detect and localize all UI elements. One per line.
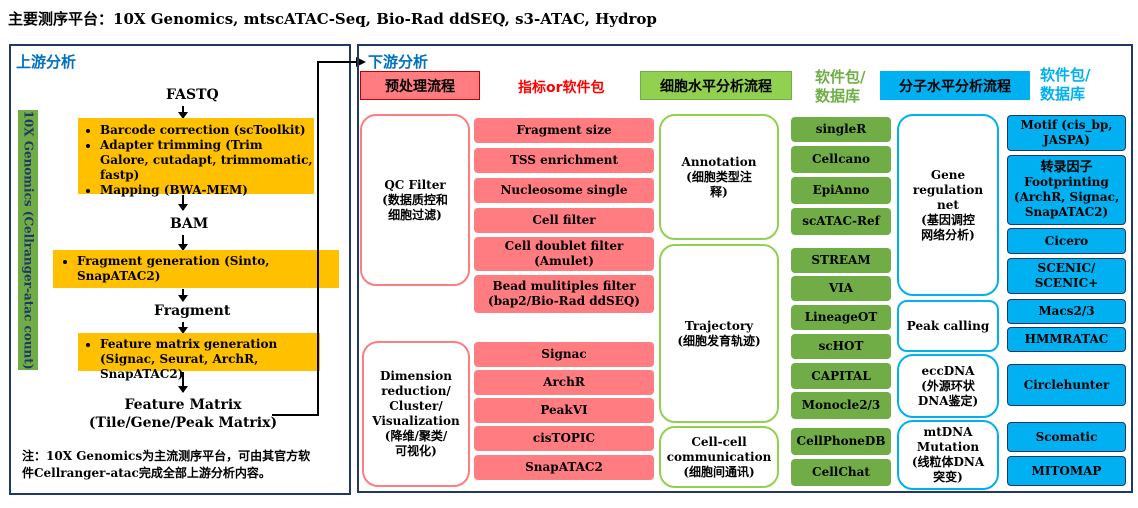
cellranger-vertical-label: 10X Genomics (Cellranger-atac count)	[18, 110, 38, 370]
cellchat-package: CellChat	[791, 459, 891, 486]
header-packages-db-1: 软件包/ 数据库	[815, 68, 866, 105]
adapter-trimming-step: Adapter trimming (Trim Galore, cutadapt,…	[100, 138, 314, 183]
nucleosome-single-metric: Nucleosome single	[474, 178, 654, 203]
barcode-correction-step: Barcode correction (scToolkit)	[100, 123, 314, 138]
header-molecular-level: 分子水平分析流程	[880, 71, 1030, 100]
arrow-box3-feature-matrix	[178, 372, 188, 393]
mtdna-mutation-analysis: mtDNA Mutation (线粒体DNA 突变)	[897, 420, 999, 490]
capital-package: CAPITAL	[791, 363, 891, 389]
cell-doublet-filter-metric: Cell doublet filter (Amulet)	[474, 237, 654, 271]
macs-package: Macs2/3	[1007, 299, 1126, 324]
header-cell-level: 细胞水平分析流程	[640, 71, 792, 100]
cellcano-package: Cellcano	[791, 146, 891, 173]
fragment-size-metric: Fragment size	[474, 118, 654, 143]
hmmratac-package: HMMRATAC	[1007, 327, 1126, 352]
cicero-package: Cicero	[1007, 228, 1126, 254]
dimension-reduction-step: Dimension reduction/ Cluster/ Visualizat…	[362, 341, 470, 487]
lineageot-package: LineageOT	[791, 305, 891, 330]
fragment-label: Fragment	[154, 303, 231, 319]
eccdna-analysis: eccDNA (外源环状 DNA鉴定)	[897, 354, 999, 418]
singler-package: singleR	[791, 117, 891, 142]
connector-arrow	[272, 57, 366, 416]
feature-matrix-generation-step: Feature matrix generation (Signac, Seura…	[100, 337, 320, 382]
feature-matrix-generation-box: Feature matrix generation (Signac, Seura…	[78, 333, 320, 381]
upstream-title: 上游分析	[16, 53, 77, 71]
feature-matrix-label: Feature Matrix (Tile/Gene/Peak Matrix)	[88, 397, 278, 431]
arrow-fragment-box3	[178, 322, 188, 334]
bam-label: BAM	[170, 216, 209, 232]
cellphonedb-package: CellPhoneDB	[791, 428, 891, 455]
header-preprocess: 预处理流程	[360, 71, 480, 100]
preprocess-steps-box: Barcode correction (scToolkit) Adapter t…	[78, 118, 314, 197]
epianno-package: EpiAnno	[791, 177, 891, 204]
cell-filter-metric: Cell filter	[474, 208, 654, 233]
arrow-box1-bam	[178, 195, 188, 211]
downstream-title: 下游分析	[368, 53, 429, 71]
mitomap-database: MITOMAP	[1007, 456, 1126, 486]
stream-package: STREAM	[791, 248, 891, 273]
upstream-note: 注：10X Genomics为主流测序平台，可由其官方软 件Cellranger…	[22, 449, 311, 480]
gene-regulation-net-analysis: Gene regulation net (基因调控 网络分析)	[897, 114, 999, 296]
downstream-panel	[357, 44, 1133, 493]
peakvi-tool: PeakVI	[474, 398, 654, 423]
qc-filter-step: QC Filter (数据质控和 细胞过滤)	[360, 114, 470, 286]
mapping-step: Mapping (BWA-MEM)	[100, 183, 314, 198]
annotation-analysis: Annotation (细胞类型注 释)	[659, 114, 779, 240]
tf-footprinting-package: 转录因子 Footprinting (ArchR, Signac, SnapAT…	[1007, 155, 1126, 225]
upstream-panel	[9, 44, 351, 495]
motif-database: Motif (cis_bp, JASPA)	[1007, 115, 1126, 151]
arrow-box2-fragment	[178, 289, 188, 302]
cistopic-tool: cisTOPIC	[474, 426, 654, 451]
bead-multiples-filter-metric: Bead mulitiples filter (bap2/Bio-Rad ddS…	[474, 275, 654, 313]
cell-cell-communication-analysis: Cell-cell communication (细胞间通讯)	[659, 426, 779, 488]
scenic-package: SCENIC/ SCENIC+	[1007, 258, 1126, 294]
arrow-bam-box2	[178, 235, 188, 251]
fragment-generation-box: Fragment generation (Sinto, SnapATAC2)	[53, 250, 339, 288]
snapatac2-tool: SnapATAC2	[474, 455, 654, 480]
archr-tool: ArchR	[474, 370, 654, 395]
peak-calling-analysis: Peak calling	[897, 300, 999, 352]
header-packages-db-2: 软件包/ 数据库	[1040, 66, 1091, 103]
signac-tool: Signac	[474, 342, 654, 367]
trajectory-analysis: Trajectory (细胞发育轨迹)	[659, 244, 779, 423]
fragment-generation-step: Fragment generation (Sinto, SnapATAC2)	[77, 254, 279, 284]
header-metrics: 指标or软件包	[518, 80, 605, 96]
scatac-ref-package: scATAC-Ref	[791, 208, 891, 235]
circlehunter-package: Circlehunter	[1007, 364, 1126, 406]
arrow-fastq-box1	[178, 106, 188, 119]
schot-package: scHOT	[791, 334, 891, 359]
monocle-package: Monocle2/3	[791, 392, 891, 419]
tss-enrichment-metric: TSS enrichment	[474, 148, 654, 173]
scomatic-package: Scomatic	[1007, 422, 1126, 452]
via-package: VIA	[791, 276, 891, 301]
page-title: 主要测序平台：10X Genomics, mtscATAC-Seq, Bio-R…	[8, 10, 657, 28]
fastq-label: FASTQ	[166, 87, 219, 103]
